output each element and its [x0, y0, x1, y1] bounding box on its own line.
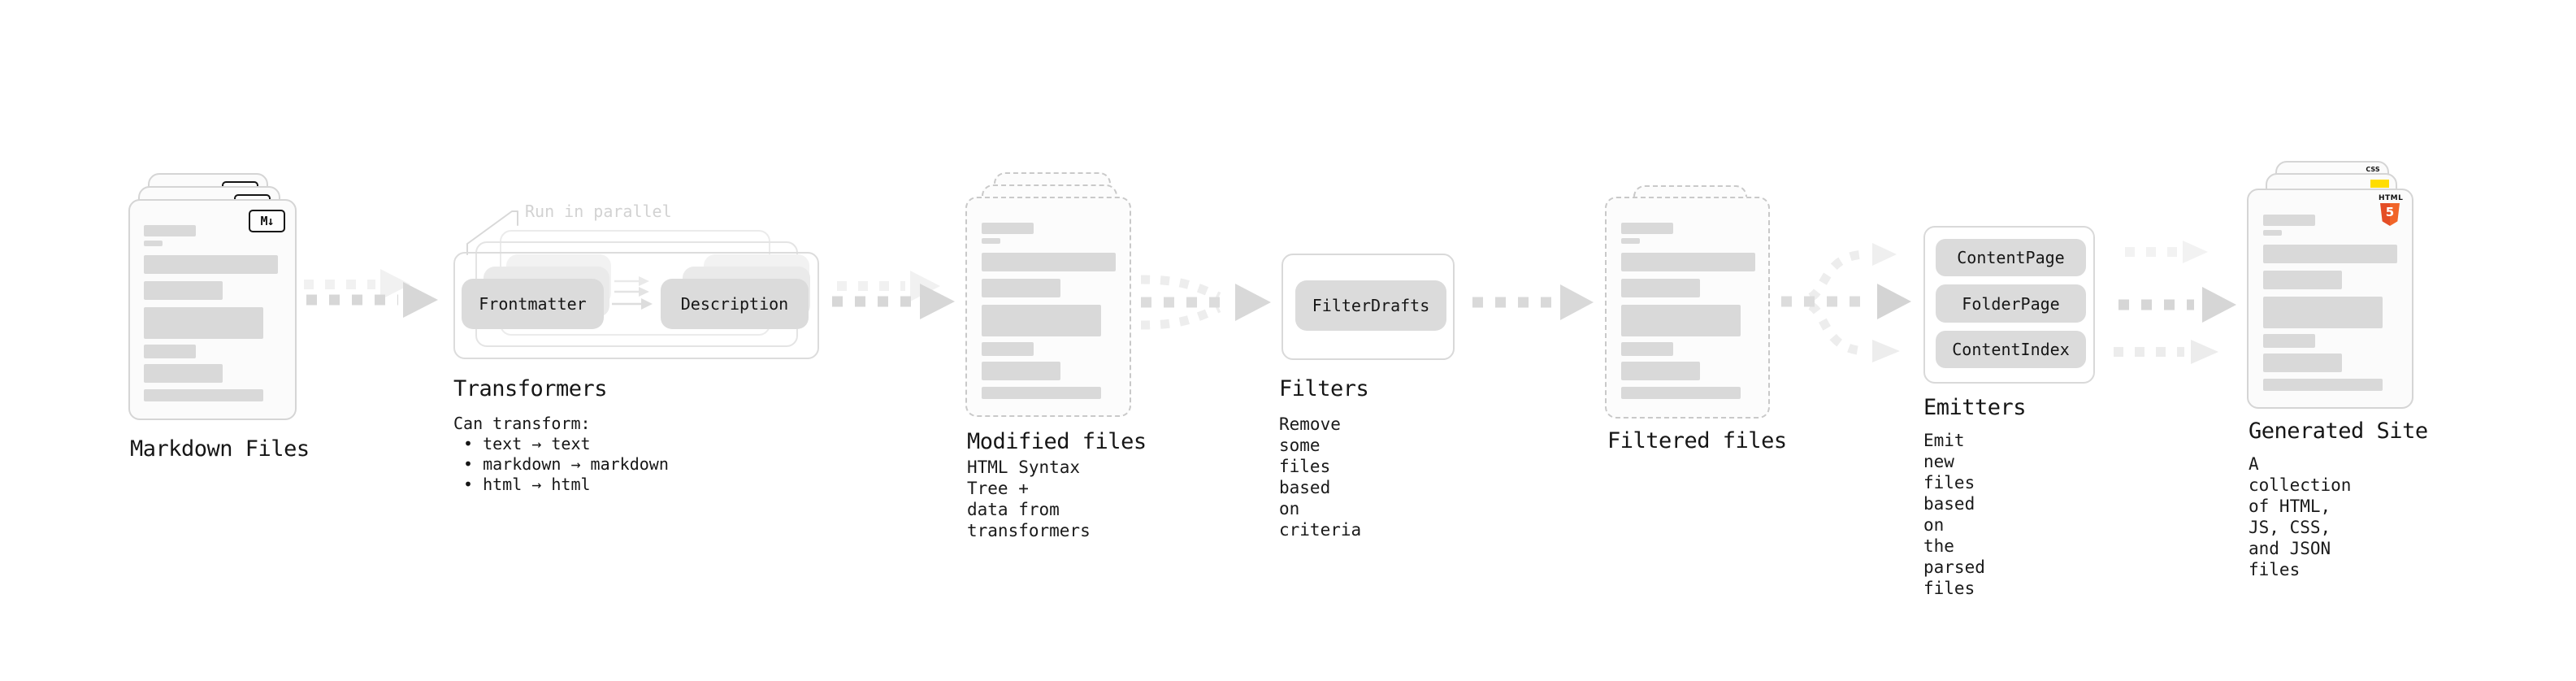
arrow-transformers-to-modified [832, 271, 955, 319]
stage-title-transformers: Transformers [453, 376, 608, 401]
text-line-placeholder [144, 255, 278, 274]
text-line-placeholder [2263, 297, 2383, 328]
markdown-file-card-front: M↓ [128, 199, 297, 420]
transform-bullet: • html → html [463, 475, 591, 494]
emitters-box: ContentPage FolderPage ContentIndex [1923, 226, 2095, 384]
text-line-placeholder [144, 307, 263, 339]
generated-site-description: A collection of HTML, JS, CSS, and JSON … [2249, 454, 2352, 579]
text-line-placeholder [144, 241, 163, 246]
html5-icon: HTML 5 [2379, 194, 2404, 226]
text-line-placeholder [982, 253, 1116, 271]
arrow-filtered-to-emitters-fanout [1781, 243, 1911, 362]
contentindex-pill: ContentIndex [1936, 331, 2086, 368]
file-content-placeholder [982, 223, 1116, 399]
text-line-placeholder [2263, 215, 2315, 226]
text-line-placeholder [144, 364, 223, 383]
contentpage-pill: ContentPage [1936, 239, 2086, 276]
text-line-placeholder [2263, 334, 2315, 348]
text-line-placeholder [1621, 279, 1700, 297]
text-line-placeholder [1621, 387, 1741, 399]
transform-bullet: • text → text [463, 434, 591, 453]
text-line-placeholder [2263, 354, 2342, 372]
text-line-placeholder [982, 223, 1034, 234]
emitters-description: Emit new files based on the parsed files [1923, 431, 1985, 598]
text-line-placeholder [2263, 379, 2383, 391]
text-line-placeholder [144, 281, 223, 300]
filters-box: FilterDrafts [1281, 254, 1455, 360]
text-line-placeholder [1621, 238, 1640, 244]
text-line-placeholder [144, 389, 263, 401]
frontmatter-transformer-pill: Frontmatter [462, 279, 604, 329]
file-content-placeholder [144, 225, 278, 401]
text-line-placeholder [2263, 271, 2342, 289]
text-line-placeholder [1621, 223, 1673, 234]
file-content-placeholder [2263, 215, 2397, 391]
text-line-placeholder [982, 305, 1101, 336]
text-line-placeholder [144, 225, 196, 236]
stage-title-markdown-files: Markdown Files [130, 436, 310, 462]
text-line-placeholder [1621, 362, 1700, 380]
arrow-filters-to-filtered [1472, 284, 1594, 320]
stage-title-filtered-files: Filtered files [1607, 428, 1787, 453]
css-icon-label: CSS [2366, 166, 2380, 173]
run-in-parallel-annotation: Run in parallel [525, 202, 672, 221]
text-line-placeholder [1621, 305, 1741, 336]
stage-title-generated-site: Generated Site [2249, 419, 2428, 444]
text-line-placeholder [982, 342, 1034, 356]
text-line-placeholder [982, 279, 1060, 297]
markdown-icon: M↓ [249, 210, 285, 232]
html5-icon-label: HTML [2379, 194, 2404, 202]
text-line-placeholder [982, 362, 1060, 380]
javascript-icon [2370, 180, 2389, 188]
arrow-modified-to-filters-merge [1140, 275, 1271, 330]
text-line-placeholder [982, 238, 1000, 244]
generated-file-card-html: HTML 5 [2247, 189, 2413, 409]
text-line-placeholder [1621, 342, 1673, 356]
stage-title-emitters: Emitters [1923, 395, 2027, 420]
transformer-box-front [453, 252, 819, 359]
arrow-emitters-to-generated [2114, 241, 2236, 364]
folderpage-pill: FolderPage [1936, 284, 2086, 323]
text-line-placeholder [2263, 245, 2397, 263]
text-line-placeholder [144, 345, 196, 358]
html5-number: 5 [2385, 205, 2395, 219]
file-content-placeholder [1621, 223, 1755, 399]
modified-files-description: HTML Syntax Tree + data from transformer… [967, 458, 1091, 540]
text-line-placeholder [982, 387, 1101, 399]
modified-file-card-front [965, 197, 1131, 417]
transform-bullet: • markdown → markdown [463, 454, 669, 474]
filtered-file-card-front [1605, 197, 1770, 419]
filters-description: Remove some files based on criteria [1279, 414, 1362, 540]
text-line-placeholder [2263, 230, 2282, 236]
arrow-markdown-to-transformers [304, 269, 438, 318]
description-transformer-pill: Description [661, 279, 809, 329]
filterdrafts-pill: FilterDrafts [1295, 280, 1446, 331]
transformers-description: Can transform: • text → text • markdown … [453, 414, 669, 495]
text-line-placeholder [1621, 253, 1755, 271]
stage-title-modified-files: Modified files [967, 429, 1147, 454]
can-transform-label: Can transform: [453, 414, 591, 433]
stage-title-filters: Filters [1279, 376, 1369, 401]
